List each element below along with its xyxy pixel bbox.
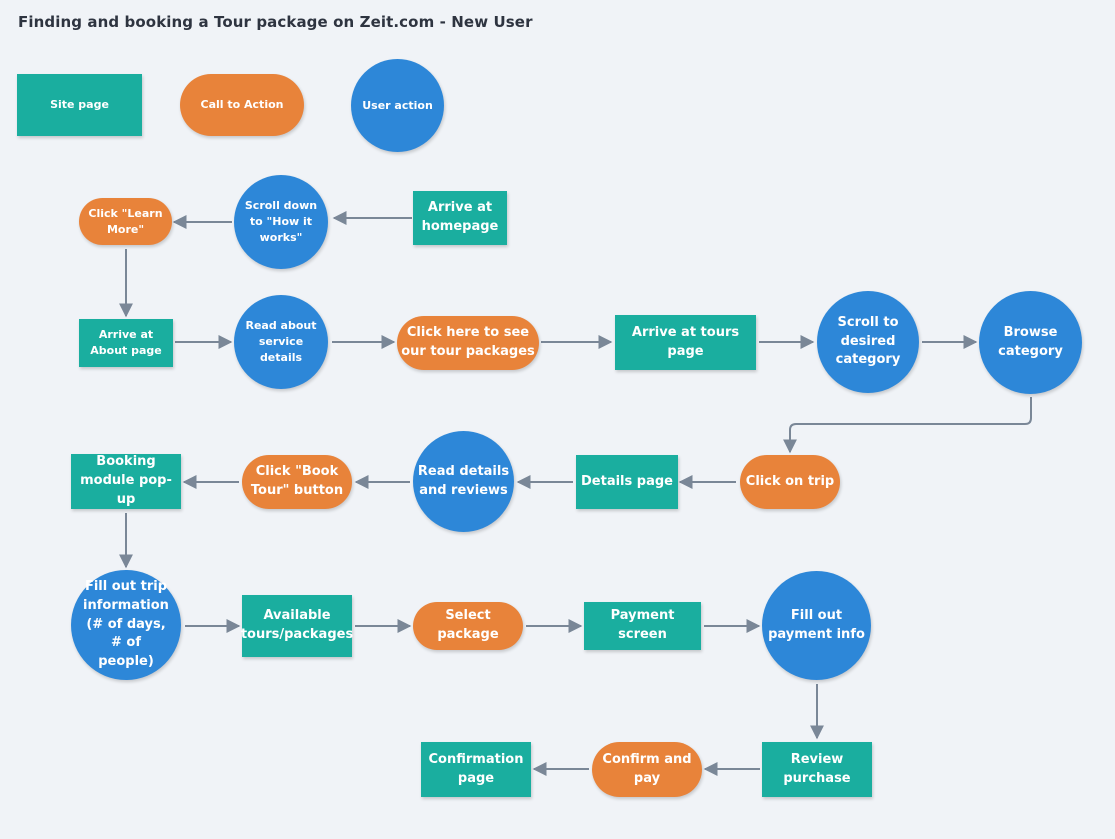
node-scroll-category: Scroll to desired category — [817, 291, 919, 393]
legend-call-to-action-label: Call to Action — [200, 98, 284, 112]
node-select-package-label: Select package — [437, 608, 499, 642]
node-booking-module: Booking module pop-up — [71, 454, 181, 509]
node-click-trip: Click on trip — [740, 455, 840, 509]
node-arrive-homepage: Arrive at homepage — [413, 191, 507, 245]
node-payment-screen: Payment screen — [584, 602, 701, 650]
node-scroll-category-label: Scroll to desired category — [835, 314, 901, 368]
node-booking-module-label: Booking module pop-up — [80, 454, 172, 507]
node-review-purchase: Review purchase — [762, 742, 872, 797]
node-click-learn-more-label: Click "Learn More" — [88, 206, 163, 236]
node-arrive-tours: Arrive at tours page — [615, 315, 756, 370]
node-read-details: Read details and reviews — [413, 431, 514, 532]
legend-site-page: Site page — [17, 74, 142, 136]
node-confirmation-page: Confirmation page — [421, 742, 531, 797]
node-fill-trip-info-label: Fill out trip information (# of days, # … — [83, 578, 169, 670]
node-scroll-how-it-works: Scroll down to "How it works" — [234, 175, 328, 269]
node-payment-screen-label: Payment screen — [610, 608, 675, 642]
node-details-page-label: Details page — [581, 473, 673, 489]
node-click-learn-more: Click "Learn More" — [79, 198, 172, 245]
node-scroll-how-it-works-label: Scroll down to "How it works" — [244, 199, 318, 244]
node-click-tour-packages-label: Click here to see our tour packages — [401, 325, 535, 359]
node-read-details-label: Read details and reviews — [417, 463, 510, 498]
node-arrive-tours-label: Arrive at tours page — [631, 324, 740, 359]
node-read-service: Read about service details — [234, 295, 328, 389]
node-confirmation-page-label: Confirmation page — [428, 751, 524, 786]
node-select-package: Select package — [413, 602, 523, 650]
node-read-service-label: Read about service details — [245, 319, 317, 364]
node-click-book-tour: Click "Book Tour" button — [242, 455, 352, 509]
node-arrive-about: Arrive at About page — [79, 319, 173, 367]
legend-user-action-label: User action — [362, 98, 433, 112]
node-click-book-tour-label: Click "Book Tour" button — [250, 464, 344, 498]
legend-site-page-label: Site page — [50, 98, 109, 112]
diagram-title: Finding and booking a Tour package on Ze… — [18, 13, 533, 31]
node-review-purchase-label: Review purchase — [783, 751, 851, 786]
node-confirm-pay: Confirm and pay — [592, 742, 702, 797]
node-fill-payment-label: Fill out payment info — [768, 607, 865, 642]
node-click-trip-label: Click on trip — [745, 473, 835, 489]
node-click-tour-packages: Click here to see our tour packages — [397, 316, 539, 370]
node-browse-category: Browse category — [979, 291, 1082, 394]
legend-user-action: User action — [351, 59, 444, 152]
node-details-page: Details page — [576, 455, 678, 509]
node-available-tours-label: Available tours/packages — [240, 608, 354, 642]
node-available-tours: Available tours/packages — [240, 595, 354, 657]
arrow-browse-to-click-trip — [783, 397, 1032, 454]
node-fill-payment: Fill out payment info — [762, 571, 871, 680]
legend-call-to-action: Call to Action — [180, 74, 304, 136]
node-arrive-homepage-label: Arrive at homepage — [421, 200, 499, 234]
node-browse-category-label: Browse category — [998, 324, 1063, 359]
node-fill-trip-info: Fill out trip information (# of days, # … — [71, 570, 181, 680]
node-arrive-about-label: Arrive at About page — [90, 328, 162, 357]
node-confirm-pay-label: Confirm and pay — [602, 751, 692, 786]
